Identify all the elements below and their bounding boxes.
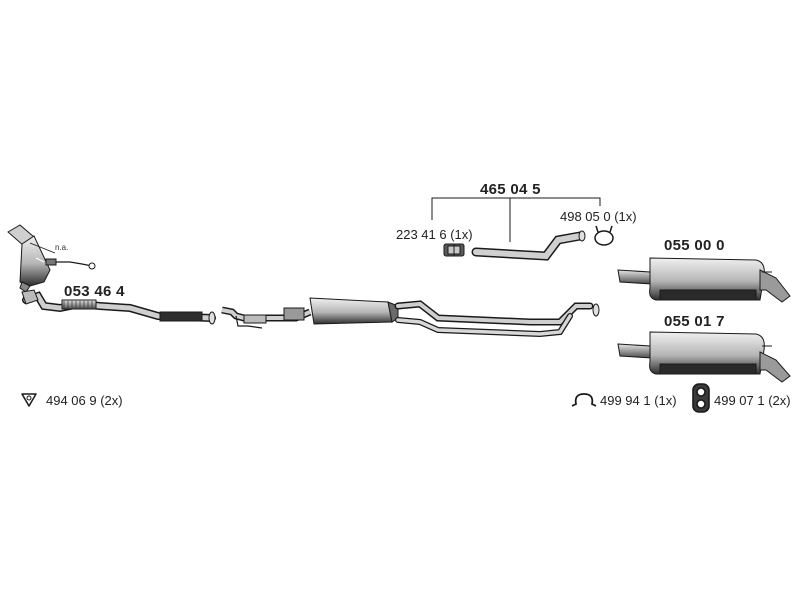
part-number-055017[interactable]: 055 01 7 bbox=[664, 313, 725, 330]
double-eye-rubber-mount-icon bbox=[692, 383, 710, 413]
part-number-499071[interactable]: 499 07 1 (2x) bbox=[714, 393, 791, 408]
front-pipe[interactable] bbox=[21, 289, 216, 325]
rear-muffler-b[interactable] bbox=[617, 331, 791, 383]
part-number-055000[interactable]: 055 00 0 bbox=[664, 237, 725, 254]
part-number-053464[interactable]: 053 46 4 bbox=[64, 283, 125, 300]
catalytic-converter bbox=[7, 224, 51, 293]
catalyst-na-note: n.a. bbox=[55, 243, 69, 252]
part-465045-bracket bbox=[431, 197, 601, 242]
clamp-498050[interactable] bbox=[594, 225, 614, 246]
intermediate-pipe[interactable] bbox=[471, 230, 586, 261]
part-number-223416[interactable]: 223 41 6 (1x) bbox=[396, 227, 473, 242]
clamp-223416[interactable] bbox=[443, 243, 465, 257]
omega-ring-icon bbox=[571, 393, 597, 407]
rear-muffler-a[interactable] bbox=[617, 257, 791, 303]
part-number-465045[interactable]: 465 04 5 bbox=[480, 181, 541, 198]
center-muffler-pipe[interactable] bbox=[221, 297, 600, 338]
part-number-498050[interactable]: 498 05 0 (1x) bbox=[560, 209, 637, 224]
triangle-gasket-icon bbox=[21, 393, 37, 407]
part-number-499941[interactable]: 499 94 1 (1x) bbox=[600, 393, 677, 408]
part-number-494069[interactable]: 494 06 9 (2x) bbox=[46, 393, 123, 408]
lambda-sensor bbox=[29, 242, 96, 270]
